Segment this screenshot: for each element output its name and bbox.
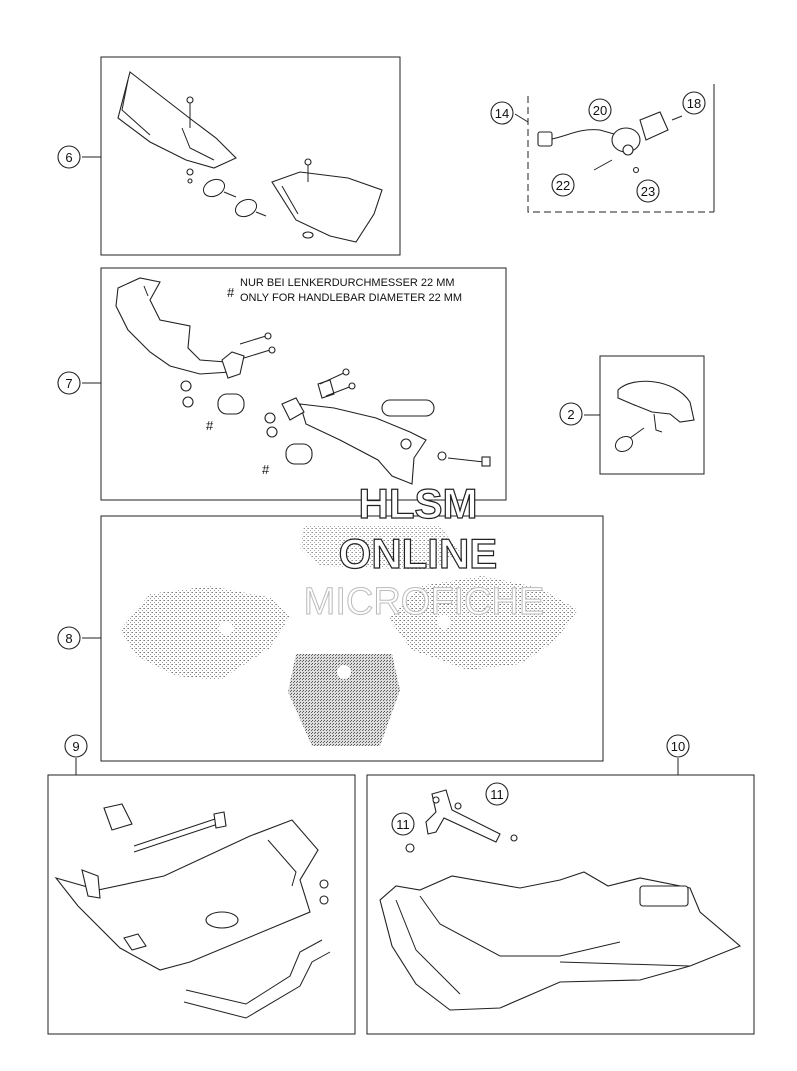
group-8-decals: 8 <box>57 515 604 762</box>
callout-18[interactable] <box>682 91 706 115</box>
callout-9-label: 9 <box>72 739 79 754</box>
callout-8-label: 8 <box>65 631 72 646</box>
decal-top <box>300 526 460 570</box>
callout-6[interactable] <box>57 145 81 169</box>
callout-18-label: 18 <box>687 96 701 111</box>
callout-11-left-label: 11 <box>396 817 410 832</box>
decal-left <box>120 586 290 680</box>
callout-7[interactable] <box>57 371 81 395</box>
group-2-cover: 2 <box>559 355 705 475</box>
decal-right <box>388 576 578 670</box>
callout-11-top[interactable] <box>485 782 509 806</box>
callout-22-label: 22 <box>556 178 570 193</box>
watermark-line-3: MICROFICHE <box>304 581 545 623</box>
callout-7-label: 7 <box>65 376 72 391</box>
group-10-engine-guard: 10 11 11 <box>366 734 755 1035</box>
note-line-en: ONLY FOR HANDLEBAR DIAMETER 22 MM <box>240 292 462 304</box>
callout-2-label: 2 <box>567 407 574 422</box>
marker-hash-a: # <box>206 418 214 433</box>
callout-20[interactable] <box>588 98 612 122</box>
marker-hash-b: # <box>262 462 270 477</box>
callout-11-top-label: 11 <box>490 787 504 802</box>
callout-6-label: 6 <box>65 150 72 165</box>
callout-10[interactable] <box>666 734 690 758</box>
callout-2[interactable] <box>559 402 583 426</box>
callout-8[interactable] <box>57 626 81 650</box>
callout-11-left[interactable] <box>391 812 415 836</box>
group-7-mounting-kit: # NUR BEI LENKERDURCHMESSER 22 MM ONLY F… <box>57 267 507 501</box>
callout-23[interactable] <box>636 179 660 203</box>
callout-23-label: 23 <box>641 184 655 199</box>
group-9-skid-plate: 9 <box>47 734 356 1035</box>
callout-10-label: 10 <box>671 739 685 754</box>
callout-14[interactable] <box>490 101 514 125</box>
group-14-switch: 14 20 18 22 23 <box>490 84 715 213</box>
note-line-de: NUR BEI LENKERDURCHMESSER 22 MM <box>240 277 455 289</box>
callout-22[interactable] <box>551 173 575 197</box>
decal-front <box>288 654 400 746</box>
callout-14-label: 14 <box>495 106 509 121</box>
watermark-line-1: HLSM <box>359 480 478 527</box>
group-6-handguards: 6 <box>57 56 401 256</box>
watermark: HLSM ONLINE MICROFICHE <box>303 479 545 623</box>
callout-9[interactable] <box>64 734 88 758</box>
note-symbol: # <box>227 285 235 300</box>
callout-20-label: 20 <box>593 103 607 118</box>
watermark-line-2: ONLINE <box>339 530 498 577</box>
